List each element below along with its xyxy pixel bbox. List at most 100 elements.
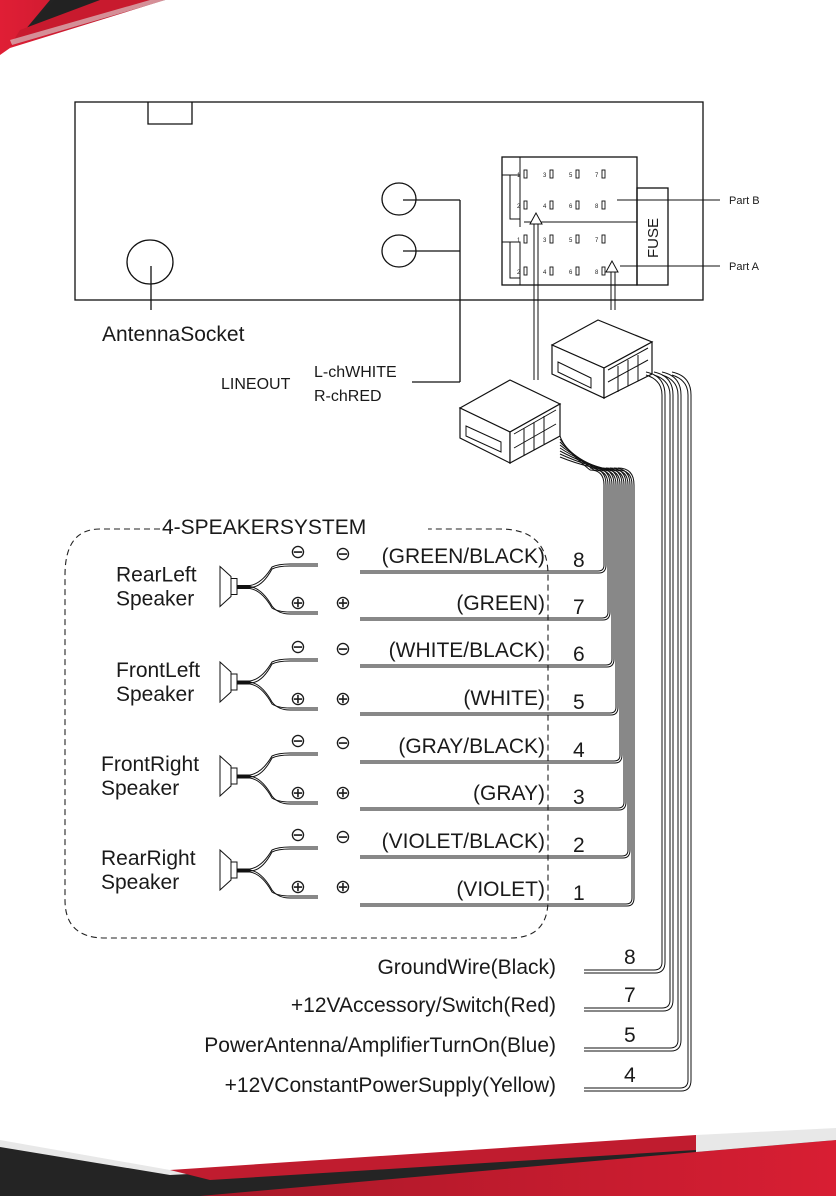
power-wire: +12VAccessory/Switch(Red) 7 xyxy=(291,371,674,1017)
power-wire: PowerAntenna/AmplifierTurnOn(Blue) 5 xyxy=(204,371,682,1057)
pin-slot xyxy=(575,200,580,210)
power-wire-pin: 4 xyxy=(624,1064,636,1087)
wire-pin-number: 4 xyxy=(573,739,585,762)
wire-pin-number: 6 xyxy=(573,643,585,666)
wire-color-label: (GREEN/BLACK) xyxy=(382,545,545,568)
lineout-label: LINEOUT xyxy=(221,376,291,393)
pin-number: 6 xyxy=(569,270,573,276)
plus-icon: ⊕ xyxy=(335,783,351,804)
top-corner-decoration xyxy=(0,0,166,55)
pin-slot xyxy=(601,200,606,210)
wire-pin-number: 5 xyxy=(573,691,585,714)
pin-number: 7 xyxy=(595,238,599,244)
speaker-name-line2: Speaker xyxy=(116,588,194,611)
pin-number: 6 xyxy=(569,204,573,210)
lineout-right-label: R-chRED xyxy=(314,388,382,405)
speaker-name: RearRight xyxy=(101,847,196,870)
minus-icon: ⊖ xyxy=(335,827,351,848)
minus-icon: ⊖ xyxy=(290,637,306,658)
pin-number: 4 xyxy=(543,270,547,276)
speaker-system-frame xyxy=(64,528,549,939)
pin-slot xyxy=(575,266,580,276)
speaker-wire: (VIOLET/BLACK) 2 xyxy=(360,467,631,859)
speaker-wire: (WHITE)5 xyxy=(360,467,619,716)
part-a-label: Part A xyxy=(729,261,760,273)
minus-icon: ⊖ xyxy=(290,731,306,752)
pin-number: 2 xyxy=(517,204,521,210)
power-wire-group: GroundWire(Black)8+12VAccessory/Switch(R… xyxy=(204,371,692,1097)
lineout-left-label: L-chWHITE xyxy=(314,364,397,381)
plus-icon: ⊕ xyxy=(290,783,306,804)
plus-icon: ⊕ xyxy=(335,877,351,898)
wire-pin-number: 8 xyxy=(573,549,585,572)
wire-color-label: (GREEN) xyxy=(456,592,545,615)
pin-number: 8 xyxy=(595,270,599,276)
pin-number: 3 xyxy=(543,173,547,179)
speaker-wire-group: (GREEN/BLACK) 8 (GREEN) 7 (WHITE/BLACK) 6(WHI… xyxy=(360,435,635,907)
minus-icon: ⊖ xyxy=(335,544,351,565)
pin-number: 2 xyxy=(517,270,521,276)
speaker-wire: (GREEN) 7 xyxy=(360,467,611,621)
speaker-icon xyxy=(219,563,318,615)
plus-icon: ⊕ xyxy=(290,689,306,710)
wire-pin-number: 7 xyxy=(573,596,585,619)
pin-number: 5 xyxy=(569,173,573,179)
pin-slot xyxy=(549,200,554,210)
connector-arrows xyxy=(529,211,619,380)
pin-number: 7 xyxy=(595,173,599,179)
pin-number: 1 xyxy=(517,173,521,179)
speaker-name-line2: Speaker xyxy=(101,777,179,800)
speaker-bundle-arcs xyxy=(559,435,619,471)
wire-color-label: (VIOLET/BLACK) xyxy=(382,830,545,853)
speaker-wire: (VIOLET)1 xyxy=(360,467,635,907)
antenna-socket xyxy=(126,239,174,310)
power-wire-label: +12VConstantPowerSupply(Yellow) xyxy=(225,1074,556,1097)
power-wire-label: PowerAntenna/AmplifierTurnOn(Blue) xyxy=(204,1034,556,1057)
pin-slot xyxy=(549,234,554,244)
plus-icon: ⊕ xyxy=(290,877,306,898)
wire-pin-number: 3 xyxy=(573,786,585,809)
lineout-jacks xyxy=(381,182,461,383)
pin-number: 5 xyxy=(569,238,573,244)
pin-slot xyxy=(549,169,554,179)
pin-number: 4 xyxy=(543,204,547,210)
speaker-group: RearLeftSpeaker⊖⊖⊕⊕FrontLeftSpeaker⊖⊖⊕⊕F… xyxy=(101,542,351,899)
wire-color-label: (WHITE/BLACK) xyxy=(389,639,545,662)
pin-slot xyxy=(523,169,528,179)
pin-slot xyxy=(523,266,528,276)
pin-slot xyxy=(523,200,528,210)
speaker-icon xyxy=(219,752,318,805)
speaker-icon xyxy=(219,658,318,711)
plus-icon: ⊕ xyxy=(335,689,351,710)
minus-icon: ⊖ xyxy=(335,639,351,660)
minus-icon: ⊖ xyxy=(335,733,351,754)
pin-number: 8 xyxy=(595,204,599,210)
minus-icon: ⊖ xyxy=(290,825,306,846)
harness-plug-b xyxy=(458,379,562,465)
power-wire-label: GroundWire(Black) xyxy=(377,956,556,979)
power-wire-pin: 5 xyxy=(624,1024,636,1047)
fuse-label: FUSE xyxy=(645,218,662,258)
head-unit-outline xyxy=(74,101,704,301)
power-wire: +12VConstantPowerSupply(Yellow) 4 xyxy=(225,371,692,1097)
pin-slot xyxy=(601,234,606,244)
pin-number: 1 xyxy=(517,238,521,244)
antenna-socket-label: AntennaSocket xyxy=(102,323,245,346)
speaker-wire: (WHITE/BLACK) 6 xyxy=(360,467,615,668)
pin-slot xyxy=(549,266,554,276)
pin-slot xyxy=(601,266,606,276)
speaker-wire: (GREEN/BLACK) 8 xyxy=(360,467,607,574)
wire-pin-number: 2 xyxy=(573,834,585,857)
pin-slot xyxy=(575,169,580,179)
wire-pin-number: 1 xyxy=(573,882,585,905)
speaker-name-line2: Speaker xyxy=(116,683,194,706)
minus-icon: ⊖ xyxy=(290,542,306,563)
speaker-name-line2: Speaker xyxy=(101,871,179,894)
speaker-system-title: 4-SPEAKERSYSTEM xyxy=(162,516,366,539)
plus-icon: ⊕ xyxy=(290,593,306,614)
power-wire-label: +12VAccessory/Switch(Red) xyxy=(291,994,556,1017)
speaker-icon xyxy=(219,846,318,899)
power-wire-pin: 8 xyxy=(624,946,636,969)
